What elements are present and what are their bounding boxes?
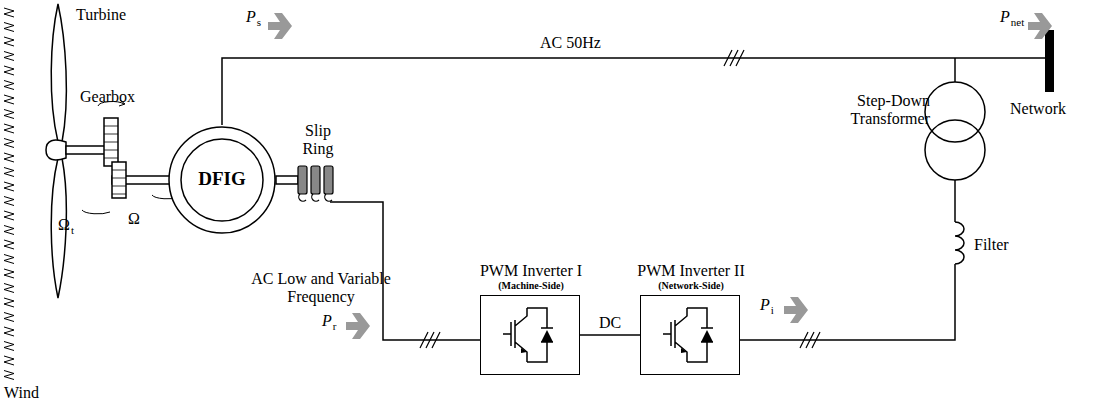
- wind-stroke: [4, 153, 14, 162]
- wind-stroke: [4, 269, 14, 278]
- wind-stroke: [4, 284, 14, 293]
- filter-inductor: [955, 222, 964, 268]
- subscript: t: [71, 224, 74, 236]
- wind-stroke: [4, 124, 14, 133]
- wind-stroke: [4, 66, 14, 75]
- subscript: r: [333, 320, 337, 332]
- part-name: Step-Down Transformer: [830, 92, 930, 127]
- wind-stroke: [4, 356, 14, 365]
- speed-symbol: Ω: [128, 210, 140, 228]
- wind-stroke: [4, 197, 14, 206]
- subscript: i: [771, 304, 774, 316]
- igbt-symbol: [481, 296, 578, 373]
- power-symbol: Ps: [246, 8, 261, 26]
- power-arrow: [268, 13, 1052, 339]
- wind-symbol: [4, 8, 14, 380]
- wind-stroke: [4, 23, 14, 32]
- subscript: net: [1011, 16, 1024, 28]
- wind-stroke: [4, 168, 14, 177]
- power-symbol: Pnet: [1000, 8, 1024, 26]
- turbine: [46, 4, 66, 298]
- inverter-title: PWM Inverter I: [441, 262, 621, 280]
- wind-stroke: [4, 8, 14, 17]
- line-label: AC 50Hz: [540, 34, 601, 52]
- part-name: Wind: [4, 384, 39, 402]
- wind-stroke: [4, 110, 14, 119]
- part-name: Gearbox: [80, 88, 135, 106]
- wind-stroke: [4, 139, 14, 148]
- wind-stroke: [4, 240, 14, 249]
- wind-stroke: [4, 182, 14, 191]
- part-name: Network: [1010, 100, 1066, 118]
- inverter-box: PWM Inverter II(Network-Side): [640, 295, 740, 375]
- inverter-subtitle: (Machine-Side): [441, 280, 621, 291]
- part-name: Filter: [974, 236, 1009, 254]
- inverter-title: PWM Inverter II: [601, 262, 781, 280]
- igbt-symbol: [641, 296, 738, 373]
- dc-link: [580, 334, 640, 336]
- edge-label: DC: [597, 314, 623, 332]
- wind-stroke: [4, 327, 14, 336]
- wind-stroke: [4, 226, 14, 235]
- wind-stroke: [4, 342, 14, 351]
- inverter-box: PWM Inverter I(Machine-Side): [480, 295, 580, 375]
- slip-ring-symbol: [298, 166, 333, 201]
- power-symbol: Pi: [760, 296, 774, 314]
- wind-stroke: [4, 95, 14, 104]
- power-symbol: Pr: [322, 312, 336, 330]
- line-label: AC Low and Variable Frequency: [236, 270, 406, 305]
- wire: [222, 58, 1045, 340]
- subscript: s: [257, 16, 261, 28]
- gearbox-symbol: [82, 100, 180, 214]
- inverter-subtitle: (Network-Side): [601, 280, 781, 291]
- wind-stroke: [4, 81, 14, 90]
- network-bus: [1045, 30, 1054, 92]
- generator-label: DFIG: [167, 169, 277, 190]
- wind-stroke: [4, 298, 14, 307]
- part-name: Turbine: [76, 6, 126, 24]
- wind-stroke: [4, 371, 14, 380]
- part-name: Slip Ring: [296, 122, 340, 157]
- wind-stroke: [4, 255, 14, 264]
- transformer-symbol: [925, 82, 985, 180]
- generator-circle: DFIG: [167, 125, 277, 235]
- wind-stroke: [4, 52, 14, 61]
- speed-symbol: Ωt: [58, 216, 74, 234]
- wind-stroke: [4, 313, 14, 322]
- wind-stroke: [4, 211, 14, 220]
- wind-stroke: [4, 37, 14, 46]
